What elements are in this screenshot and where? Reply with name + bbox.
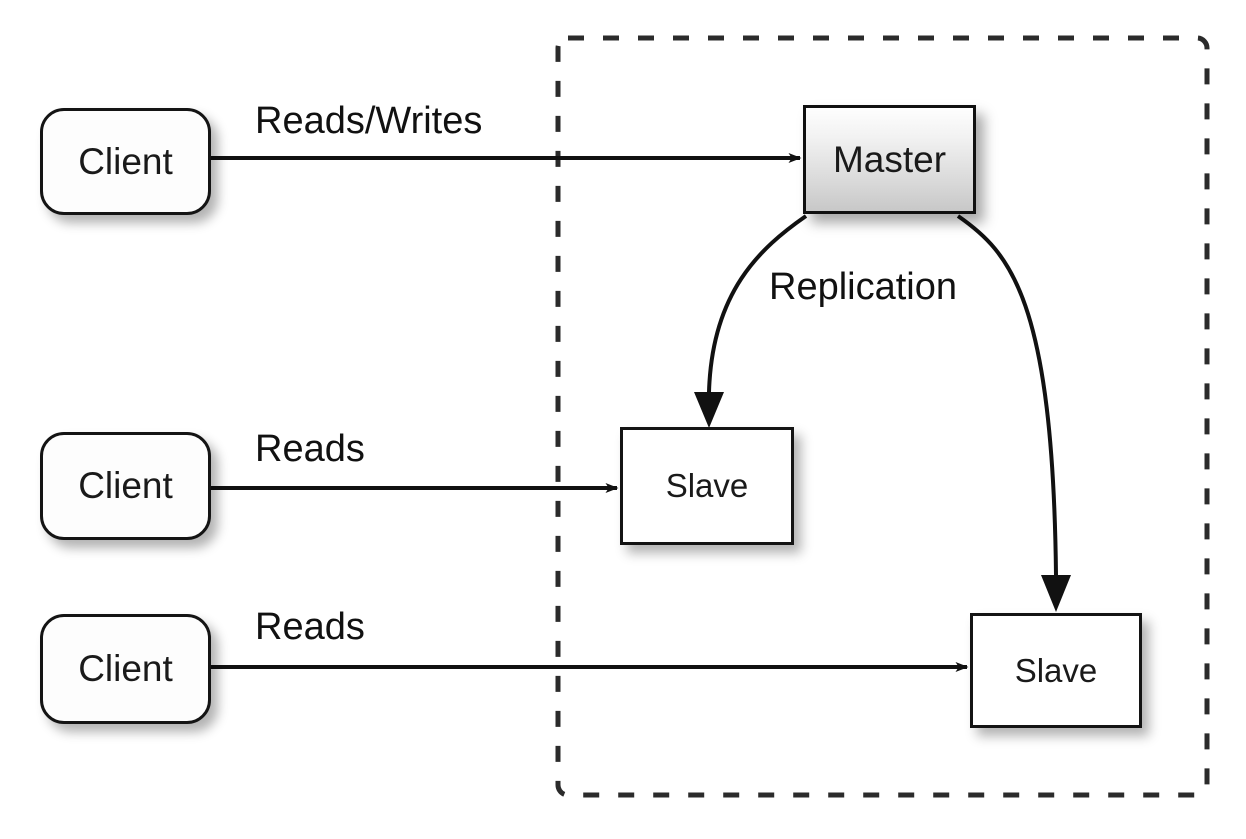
edge-master-slave2-curve	[956, 214, 1058, 576]
edge-master-slave1-arrowhead	[694, 392, 724, 428]
node-master-label: Master	[832, 138, 947, 180]
edge-master-slave2-arrowhead	[1041, 575, 1071, 612]
node-client-2[interactable]: Client	[40, 432, 211, 540]
node-slave-2-label: Slave	[1014, 651, 1098, 689]
node-slave-1-label: Slave	[665, 467, 749, 504]
edge-label-reads-writes: Reads/Writes	[255, 100, 483, 142]
node-client-3-label: Client	[78, 648, 173, 689]
edge-label-reads-slave-2: Reads	[255, 606, 365, 648]
node-client-1[interactable]: Client	[40, 108, 211, 215]
node-client-1-label: Client	[78, 140, 173, 182]
edge-label-replication: Replication	[769, 266, 957, 308]
edge-master-slave1-curve	[707, 214, 808, 393]
node-slave-2[interactable]: Slave	[970, 613, 1142, 728]
node-client-3[interactable]: Client	[40, 614, 211, 724]
node-client-2-label: Client	[78, 465, 173, 506]
node-slave-1[interactable]: Slave	[620, 427, 794, 545]
node-master[interactable]: Master	[803, 105, 976, 214]
edge-label-reads-slave-1: Reads	[255, 428, 365, 470]
